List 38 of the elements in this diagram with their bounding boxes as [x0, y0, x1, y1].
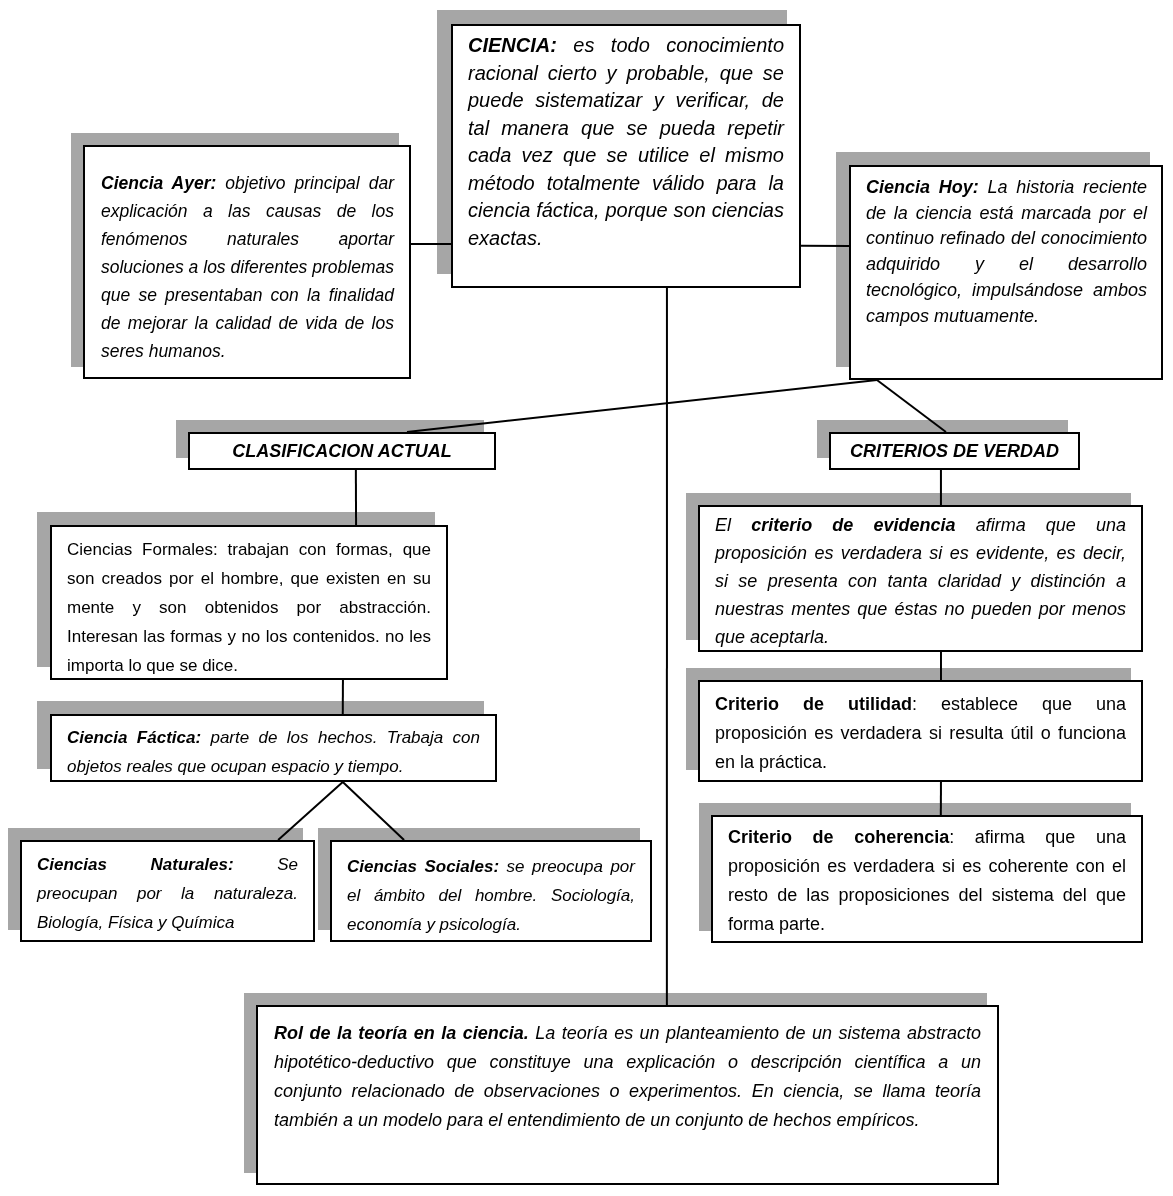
concept-text: Ciencia Hoy: La historia reciente de la ciencia está marcada por el continuo refinado del conocimiento adquirido y el desarrollo tecnológico, impulsándose ambos campos mutuamente. [866, 176, 1147, 328]
connector-line [354, 469, 358, 526]
heading-box [829, 432, 1080, 470]
concept-box [711, 815, 1143, 943]
concept-text: Ciencia Fáctica: parte de los hechos. Trabaja con objetos reales que ocupan espacio y tiempo. [67, 727, 480, 778]
connector-line [800, 244, 850, 248]
connector-line [277, 781, 344, 841]
connector-line [939, 651, 942, 681]
concept-text: Ciencias Formales: trabajan con formas, que son creados por el hombre, que existen en su mente y son obtenidos por abstracción. Interesan las formas y no los contenidos. no les importa lo que se dice. [67, 539, 431, 677]
concept-text: Criterio de coherencia: afirma que una proposición es verdadera si es coherente con el resto de las proposiciones del sistema del que forma parte. [728, 826, 1126, 936]
concept-box [50, 714, 497, 782]
concept-box [849, 165, 1163, 380]
concept-box [698, 505, 1143, 652]
connector-line [875, 379, 947, 433]
concept-text: CIENCIA: es todo conocimiento racional cierto y probable, que se puede sistematizar y verificar, de tal manera que se pueda repetir cada vez que se utilice el mismo método totalmente válido para la ciencia fáctica, porque son ciencias exactas. [468, 33, 784, 251]
concept-box [256, 1005, 999, 1185]
connector-line [341, 679, 344, 715]
concept-text: Criterio de utilidad: establece que una proposición es verdadera si resulta útil o funciona en la práctica. [715, 693, 1126, 774]
heading-box [188, 432, 496, 470]
concept-text: Ciencia Ayer: objetivo principal dar explicación a las causas de los fenómenos naturales aportar soluciones a los diferentes problemas que se presentaban con la finalidad de mejorar la calidad de vida de los seres humanos. [101, 172, 394, 363]
concept-text: Rol de la teoría en la ciencia. La teoría es un planteamiento de un sistema abstracto hipotético-deductivo que constituye una explicación o descripción científica a un conjunto relacionado de observaciones o experimentos. En ciencia, se llama teoría también a un modelo para el entendimiento de un conjunto de hechos empíricos. [274, 1022, 981, 1132]
connector-line [939, 469, 942, 506]
connector-line [410, 242, 452, 245]
category-heading: CRITERIOS DE VERDAD [850, 439, 1059, 463]
concept-text: Ciencias Naturales: Se preocupan por la naturaleza. Biología, Física y Química [37, 854, 298, 934]
concept-box [698, 680, 1143, 782]
connector-line [341, 781, 406, 841]
concept-box [83, 145, 411, 379]
connector-line [939, 781, 942, 816]
concept-box [451, 24, 801, 288]
connector-line [406, 379, 878, 433]
concept-box [330, 840, 652, 942]
connector-line [665, 287, 668, 1006]
concept-text: Ciencias Sociales: se preocupa por el ámbito del hombre. Sociología, economía y psicología. [347, 856, 635, 936]
concept-text: El criterio de evidencia afirma que una proposición es verdadera si es evidente, es decir, si se presenta con tanta claridad y distinción a nuestras mentes que éstas no pueden por menos que aceptarla. [715, 514, 1126, 649]
category-heading: CLASIFICACION ACTUAL [232, 439, 452, 463]
concept-box [50, 525, 448, 680]
concept-box [20, 840, 315, 942]
